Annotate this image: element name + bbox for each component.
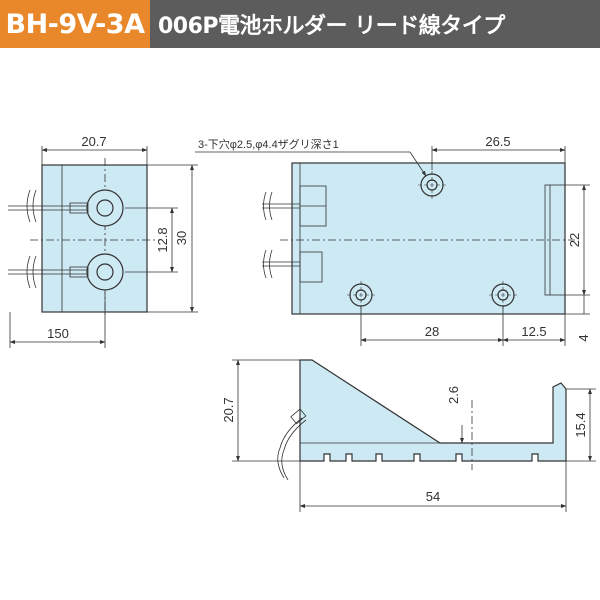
terminal-block-lower: [299, 251, 323, 283]
mounting-hole-1: [418, 171, 446, 199]
dim-bottom-offset: 4: [576, 334, 591, 341]
lead-wires-top: [262, 191, 300, 279]
side-view-body: [299, 359, 567, 462]
terminal-core-lower-icon: [96, 263, 114, 281]
dim-lead-length: 150: [47, 326, 69, 341]
hole-note-leader: [409, 151, 427, 177]
dim-hole-offset-end: 12.5: [521, 324, 546, 339]
header-bar: BH-9V-3A 006P電池ホルダー リード線タイプ: [0, 0, 600, 48]
technical-drawing: 20.7 12.8 30 150: [8, 134, 596, 512]
dim-side-height: 20.7: [221, 397, 236, 422]
top-view: 3-下穴φ2.5,φ4.4ザグリ深さ1 26.5 22 4 28 12.5: [195, 134, 591, 346]
dim-hole-offset-top: 26.5: [485, 134, 510, 149]
dim-length: 54: [426, 489, 440, 504]
terminal-core-upper-icon: [96, 199, 114, 217]
lead-wire-side: [277, 408, 307, 481]
dim-slot-height: 22: [567, 233, 582, 247]
product-title: 006P電池ホルダー リード線タイプ: [150, 0, 600, 48]
dim-end-wall-height: 15.4: [573, 412, 588, 437]
model-badge: BH-9V-3A: [0, 0, 150, 48]
lead-wires-front: [8, 189, 89, 289]
mounting-hole-3: [489, 281, 517, 309]
dim-hole-pitch: 12.8: [155, 227, 170, 252]
dim-height: 30: [174, 231, 189, 245]
dim-base-thickness: 2.6: [446, 386, 461, 404]
front-view-body: [41, 164, 148, 313]
side-view: 20.7 2.6 15.4 54: [221, 359, 596, 512]
dim-hole-spacing: 28: [425, 324, 439, 339]
battery-slot: [544, 184, 566, 296]
front-view: 20.7 12.8 30 150: [8, 134, 198, 348]
hole-note: 3-下穴φ2.5,φ4.4ザグリ深さ1: [198, 137, 339, 151]
dim-front-width: 20.7: [81, 134, 106, 149]
